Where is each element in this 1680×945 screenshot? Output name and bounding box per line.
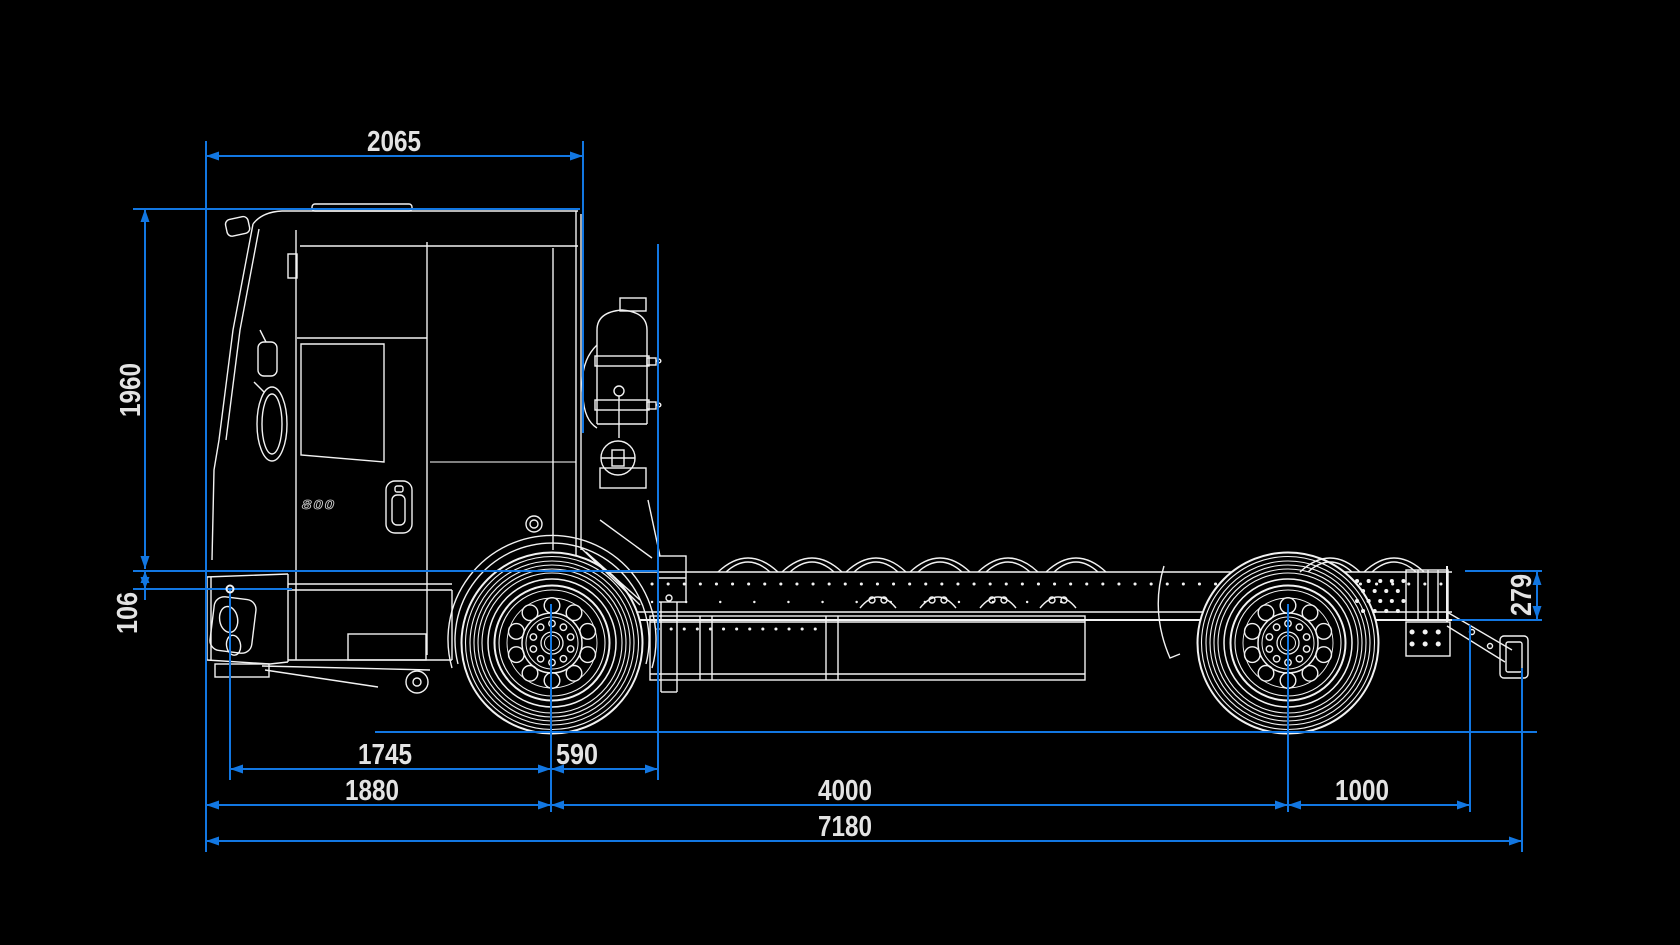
mirror-cam-arm <box>224 215 251 237</box>
dimension-label: 1000 <box>1335 775 1389 807</box>
dimension-front-overhang: 1880 <box>206 775 551 810</box>
dimension-cab-height: 1960 <box>115 209 150 569</box>
rear-mudflap <box>1157 565 1181 659</box>
cab-model-badge: 800 <box>302 497 336 512</box>
dimension-label: 7180 <box>818 811 872 843</box>
reference-point-marker <box>225 584 235 594</box>
dimension-label: 1745 <box>358 739 412 771</box>
behind-cab-equipment <box>581 297 662 601</box>
under-cab-step <box>261 633 431 694</box>
dimension-cab-length: 2065 <box>206 126 583 161</box>
rear-underride <box>1299 557 1529 679</box>
dimension-label: 1960 <box>115 363 147 417</box>
dimension-rear-frame-height: 279 <box>1506 572 1542 619</box>
a-pillar <box>211 223 254 561</box>
roof-marker-strip <box>311 203 413 212</box>
dimension-label: 2065 <box>367 126 421 158</box>
door-hinge <box>287 253 298 279</box>
main-mirror <box>256 386 288 462</box>
truck-drawing: 800 <box>205 203 1529 735</box>
battery-box <box>649 615 1086 681</box>
kerb-mirror <box>257 341 278 377</box>
cab: 800 <box>205 203 657 694</box>
dimension-wheelbase: 4000 <box>551 775 1288 810</box>
front-wheel-arch <box>447 534 657 669</box>
extension-lines <box>133 141 1542 852</box>
dimension-front-to-axle: 1745 <box>230 739 551 774</box>
dimension-label: 590 <box>556 739 598 771</box>
dimension-label: 106 <box>112 592 144 634</box>
dimension-frame-offset: 106 <box>112 571 150 634</box>
dimension-annotations: 2065 1960 106 279 1745 <box>112 126 1542 852</box>
fender-emblem <box>525 515 543 533</box>
lower-door-glass <box>300 343 385 463</box>
dimension-rear-overhang: 1000 <box>1288 775 1470 810</box>
dimension-axle-to-cab-rear: 590 <box>551 739 658 774</box>
dimension-label: 1880 <box>345 775 399 807</box>
headlight <box>209 596 257 656</box>
dimension-overall-length: 7180 <box>206 811 1522 846</box>
dimension-label: 279 <box>1506 574 1538 616</box>
door-handle <box>385 480 413 534</box>
dimension-label: 4000 <box>818 775 872 807</box>
